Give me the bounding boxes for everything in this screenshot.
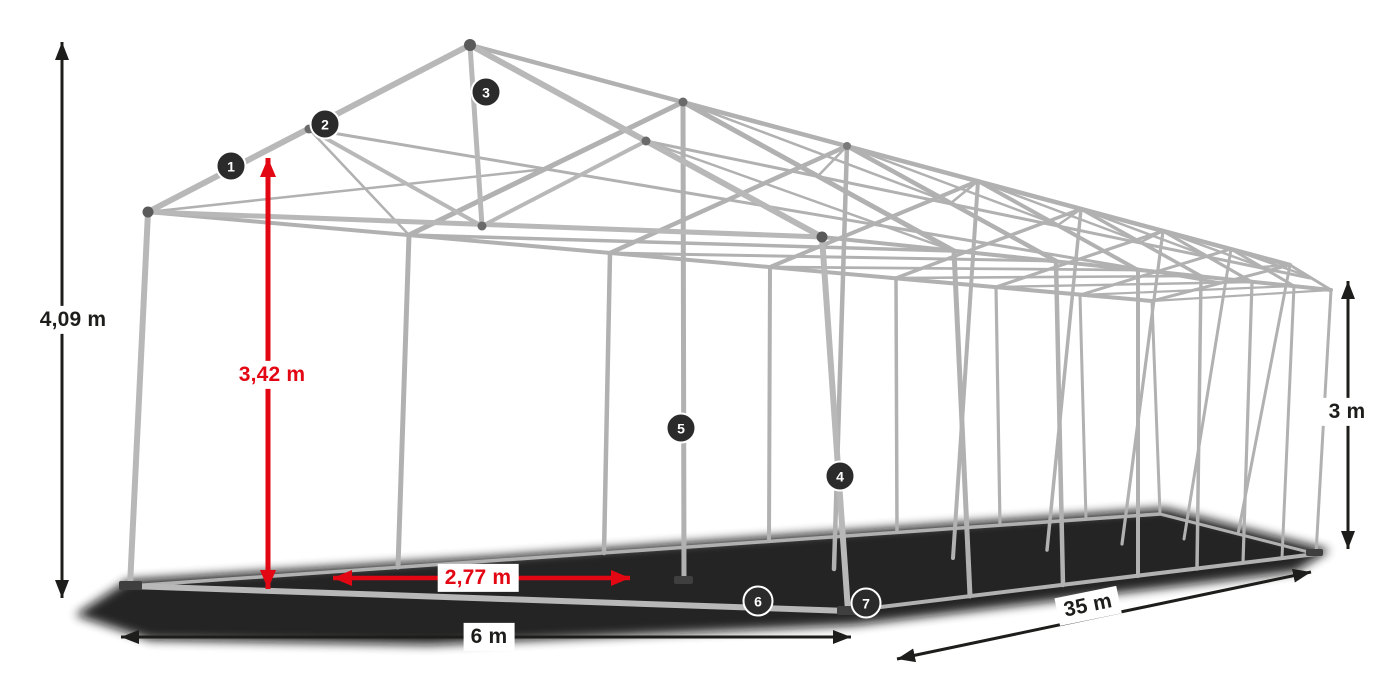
marker-3: 3 xyxy=(470,76,502,108)
marker-4: 4 xyxy=(824,460,856,492)
marker-6: 6 xyxy=(742,585,774,617)
side-height-label: 3 m xyxy=(1321,397,1373,427)
width-label: 6 m xyxy=(463,622,515,652)
truss-5 xyxy=(894,207,1203,571)
marker-1: 1 xyxy=(215,150,247,182)
ground-shadow xyxy=(75,508,1330,645)
bay-spacing-label: 2,77 m xyxy=(437,563,519,593)
marker-2: 2 xyxy=(309,108,341,140)
total-height-label: 4,09 m xyxy=(32,305,114,335)
front-gable-truss xyxy=(127,42,851,614)
clear-height-label: 3,42 m xyxy=(231,360,313,390)
marker-7: 7 xyxy=(850,587,882,619)
truss-8-back xyxy=(1150,263,1333,556)
frame-joints xyxy=(119,39,1323,615)
marker-5: 5 xyxy=(665,412,697,444)
